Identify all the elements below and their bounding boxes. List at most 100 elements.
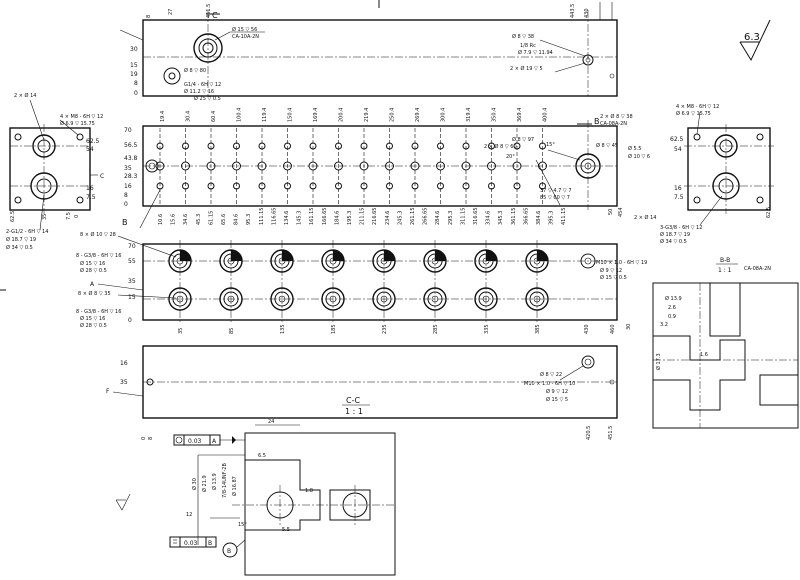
left-dim-3: 7.5	[86, 194, 96, 201]
front-dim-top-1: 30.4	[186, 111, 192, 122]
left-dim-1: 54	[86, 146, 94, 153]
front-dim-bottom-0: 10.6	[158, 214, 164, 225]
front-callout-7: 15°	[546, 142, 555, 148]
bb-dim-6: 1.6	[700, 352, 708, 358]
top-callout-0: Ø 15 ▽ 56	[232, 26, 257, 33]
plan-port-quadrant-fill	[282, 250, 293, 261]
left-dim-5: 35	[42, 214, 48, 220]
detail-dim-9: 15°	[238, 522, 247, 528]
front-dim-top-6: 169.4	[313, 108, 319, 122]
top-callout-4: Ø 7.9 ▽ 11.94	[518, 49, 553, 56]
front-dim-top-3: 100.4	[237, 108, 243, 122]
right-end-view: 4 × M8 - 6H ▽ 12 Ø 6.9 ▽ 15.75 2 × Ø 14 …	[634, 104, 774, 245]
front-dim-bottom-25: 316.65	[473, 208, 479, 226]
plan-dim-left-0: 70	[128, 243, 136, 250]
cc-label-f: F	[106, 388, 110, 395]
detail-dim-5: Ø 16.87	[231, 476, 238, 496]
detail-dim-3: Ø 13.9	[211, 473, 218, 490]
detail-dim-7: 5.5	[282, 527, 290, 533]
front-dim-right-1: 454	[618, 207, 624, 217]
surface-finish-symbol: 6.3	[739, 19, 771, 62]
cc-callout-3: Ø 15 ▽ 5	[546, 396, 568, 403]
plan-dim-left-2: 35	[128, 278, 136, 285]
front-dim-left-4: 28.3	[124, 173, 138, 180]
front-dim-left-0: 70	[124, 127, 132, 134]
front-callout-0: 2 × Ø 8 ▽ 60	[484, 143, 517, 150]
plan-port-quadrant-fill	[537, 250, 548, 261]
plan-callout-0: 8 × Ø 10 ▽ 28	[80, 231, 116, 238]
front-dim-bottom-23: 295.3	[448, 211, 454, 225]
left-dim-4: 0	[74, 215, 80, 218]
bb-title: B-B	[720, 257, 730, 264]
front-dim-top-2: 60.4	[211, 111, 217, 122]
front-dim-bottom-2: 34.6	[183, 214, 189, 225]
front-dim-left-6: 8	[124, 192, 128, 199]
front-dim-bottom-18: 234.6	[385, 211, 391, 225]
plan-callout-4: 8 × Ø 8 ▽ 35	[78, 290, 111, 297]
plan-callout-6: Ø 15 ▽ 16	[80, 315, 105, 322]
plan-port-quadrant-fill	[231, 250, 242, 261]
cc-dim-1: 35	[120, 379, 128, 386]
top-view: 8 27 451.5 443.5 430 C 0 8 30 19 15 Ø 15…	[119, 2, 618, 102]
front-dim-bottom-6: 84.6	[234, 214, 240, 225]
plan-dim-bottom-0: 35	[178, 328, 184, 334]
front-dim-bottom-19: 245.3	[397, 211, 403, 225]
cc-title: C-C	[346, 396, 360, 405]
plan-dim-bottom-7: 385	[535, 324, 541, 334]
detail-dim-0: 24	[268, 419, 274, 425]
surface-finish-value: 6.3	[744, 32, 760, 43]
front-dim-top-9: 250.4	[390, 108, 396, 122]
top-callout-5: 2 × Ø 19 ▽ 5	[510, 65, 543, 72]
left-callout-3: Ø 34 ▽ 0.5	[6, 244, 33, 251]
bb-dim-3: 0.9	[668, 314, 676, 320]
front-dim-bottom-17: 216.65	[372, 208, 378, 226]
front-dim-left-1: 56.5	[124, 142, 138, 149]
datum-b-ref: B	[208, 540, 212, 547]
front-dim-top-14: 369.4	[517, 108, 523, 122]
top-dim-0: 8	[146, 15, 152, 18]
left-dim-7: 7.5	[66, 212, 72, 220]
top-callout-2: Ø 8 ▽ 38	[512, 33, 534, 40]
top-dim-4: 430	[584, 8, 590, 18]
front-dim-top-11: 300.4	[441, 108, 447, 122]
bb-scale: 1 : 1	[718, 267, 732, 274]
front-dim-top-7: 200.4	[339, 108, 345, 122]
section-cc: 16 35 0 8 420.5 451.5 Ø 8 ▽ 22 M10 × 1.0…	[106, 345, 618, 440]
left-end-view: 2 × Ø 14 2-G1/2 - 6H ▽ 14 Ø 18.7 ▽ 19 Ø …	[6, 92, 104, 251]
front-dim-bottom-16: 211.15	[360, 208, 366, 226]
right-callout-0: 4 × M8 - 6H ▽ 12	[676, 104, 719, 110]
plan-callout-8: M10 × 1.0 - 6H ▽ 19	[596, 260, 647, 266]
bb-dim-5: Ø 17.3	[655, 353, 662, 370]
top-dim-2: 451.5	[206, 4, 212, 18]
right-dim-3: 7.5	[674, 194, 684, 201]
cc-dim-3: 8	[148, 437, 154, 440]
detail-dim-6: 12	[186, 512, 192, 518]
front-dim-top-4: 119.4	[262, 108, 268, 122]
right-dim-2: 16	[674, 185, 682, 192]
front-dim-bottom-30: 384.6	[536, 211, 542, 225]
front-label-b-right: B	[594, 117, 600, 126]
front-dim-left-2: 43.8	[124, 155, 138, 162]
detail-dim-10: 6.5	[258, 453, 266, 459]
left-top-callouts: 4 × M8 - 6H ▽ 12 Ø 6.9 ▽ 15.75	[59, 114, 103, 136]
front-dim-top-12: 319.4	[466, 108, 472, 122]
left-top-callout-2: Ø 6.9 ▽ 15.75	[60, 120, 95, 127]
plan-callout-9: Ø 9 ▽ 12	[600, 267, 622, 274]
front-dim-top-8: 219.4	[364, 108, 370, 122]
detail-label-b: B	[227, 548, 231, 555]
cc-dim-0: 16	[120, 360, 128, 367]
top-callout-6: Ø 8 ▽ 80	[184, 67, 206, 74]
plan-callout-5: 8 - G3/8 - 6H ▽ 16	[76, 309, 121, 315]
datum-a: A	[212, 438, 217, 445]
front-dim-bottom-24: 311.15	[460, 208, 466, 226]
cc-scale: 1 : 1	[345, 407, 363, 416]
plan-callout-10: Ø 15 ▽ 0.5	[600, 274, 627, 281]
front-callout-10: 85 ▽ 60 ▽ 7	[540, 195, 570, 201]
bb-dim-1: 2.6	[668, 305, 676, 311]
front-dim-bottom-20: 261.15	[410, 208, 416, 226]
front-dim-bottom-5: 65.6	[221, 214, 227, 225]
section-c-mark: C	[212, 11, 218, 20]
front-dim-top-5: 150.4	[288, 108, 294, 122]
